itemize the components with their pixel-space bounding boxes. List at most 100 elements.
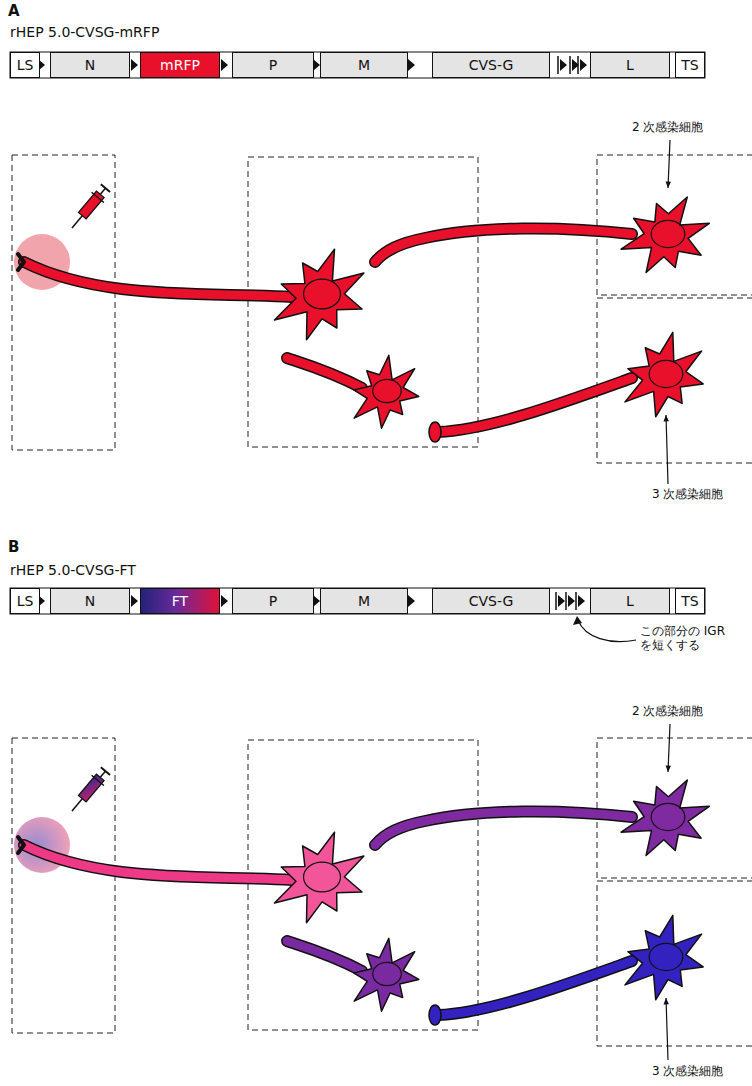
nucleus (651, 220, 685, 247)
gene-name: CVS-G (469, 594, 514, 608)
gene-name: LS (17, 594, 34, 608)
neuron-body (621, 197, 709, 273)
gene-name: TS (681, 594, 698, 608)
gene-segment: TS (675, 52, 705, 78)
nucleus (649, 360, 683, 387)
gene-segment: LS (10, 52, 40, 78)
arrow-head (663, 998, 668, 1005)
neurite-outline (24, 845, 292, 880)
gene-segment: LS (10, 588, 40, 614)
region-box (597, 738, 752, 878)
construct-name: rHEP 5.0-CVSG-FT (10, 562, 136, 579)
neuron-body (354, 938, 419, 1011)
igr-bar (555, 592, 557, 610)
igr-marker (568, 595, 575, 607)
gene-name: P (269, 58, 277, 72)
gene-segment: CVS-G (432, 588, 550, 614)
igr-bar (577, 56, 579, 74)
nucleus (651, 803, 685, 830)
gene-segment: TS (675, 588, 705, 614)
genome-bars (10, 52, 705, 614)
igr-marker (558, 595, 565, 607)
igr-marker (221, 59, 228, 71)
cell-label: 2 次感染細胞 (632, 704, 703, 718)
gene-segment: L (590, 52, 670, 78)
genome-outline (10, 52, 705, 78)
gene-segment: FT (140, 588, 220, 614)
neuron-illustration (12, 140, 752, 1060)
neurite (375, 228, 632, 262)
igr-marker (578, 595, 585, 607)
axon-terminal (18, 837, 24, 853)
callout-note: この部分の IGR を短くする (640, 624, 740, 653)
gene-name: FT (172, 594, 188, 608)
gene-name: N (85, 58, 95, 72)
panel-letter: B (8, 538, 19, 556)
axon-terminal (18, 254, 24, 270)
nucleus (373, 379, 402, 402)
gene-name: P (269, 594, 277, 608)
neurite-outline (24, 262, 292, 297)
gene-segment: P (232, 588, 314, 614)
gene-segment: M (320, 52, 408, 78)
neuron-body (354, 355, 419, 428)
neurite-outline (287, 941, 362, 971)
igr-marker (580, 59, 587, 71)
gene-name: TS (681, 58, 698, 72)
nucleus (649, 943, 683, 970)
leader-line (668, 724, 670, 772)
leader-line (668, 140, 670, 188)
neuron-body (275, 832, 364, 923)
neurite-outline (438, 378, 632, 432)
neurite-outline (438, 961, 632, 1015)
neuron-body (625, 915, 703, 999)
gene-name: M (358, 58, 370, 72)
gene-name: mRFP (160, 58, 200, 72)
igr-marker (313, 595, 320, 607)
gene-segment: P (232, 52, 314, 78)
nucleus (373, 962, 402, 985)
neurite (24, 845, 292, 880)
igr-bar (569, 56, 571, 74)
gene-segment: mRFP (140, 52, 220, 78)
igr-marker (408, 595, 415, 607)
gene-name: N (85, 594, 95, 608)
neuron-body (625, 332, 703, 416)
arrow-head (666, 765, 671, 772)
leader-line (666, 998, 668, 1060)
synapse-bulb (429, 1005, 441, 1025)
region-box (12, 155, 115, 450)
gene-name: CVS-G (469, 58, 514, 72)
synapse-bulb (429, 422, 441, 442)
leader-line (578, 620, 636, 642)
neurite (438, 961, 632, 1015)
igr-bar (557, 56, 559, 74)
gene-name: M (358, 594, 370, 608)
gene-segment: N (50, 588, 130, 614)
igr-marker (560, 59, 567, 71)
igr-marker (131, 59, 138, 71)
neurite (438, 378, 632, 432)
neurite-outline (375, 811, 632, 845)
panel-letter: A (8, 2, 20, 20)
igr-marker (408, 59, 415, 71)
genome-outline (10, 588, 705, 614)
gene-name: L (626, 58, 634, 72)
cell-label: 3 次感染細胞 (652, 1064, 723, 1078)
cell-label: 3 次感染細胞 (652, 487, 723, 501)
gene-segment: L (590, 588, 670, 614)
region-box (12, 738, 115, 1033)
cell-label: 2 次感染細胞 (632, 120, 703, 134)
nucleus (304, 279, 341, 309)
neurite (24, 262, 292, 297)
construct-name: rHEP 5.0-CVSG-mRFP (10, 24, 159, 41)
syringe (66, 183, 112, 233)
neurite-outline (287, 358, 362, 388)
igr-marker (313, 59, 320, 71)
neuron-body (621, 780, 709, 856)
arrow-head (666, 181, 671, 188)
igr-marker (131, 595, 138, 607)
igr-bar (565, 592, 567, 610)
